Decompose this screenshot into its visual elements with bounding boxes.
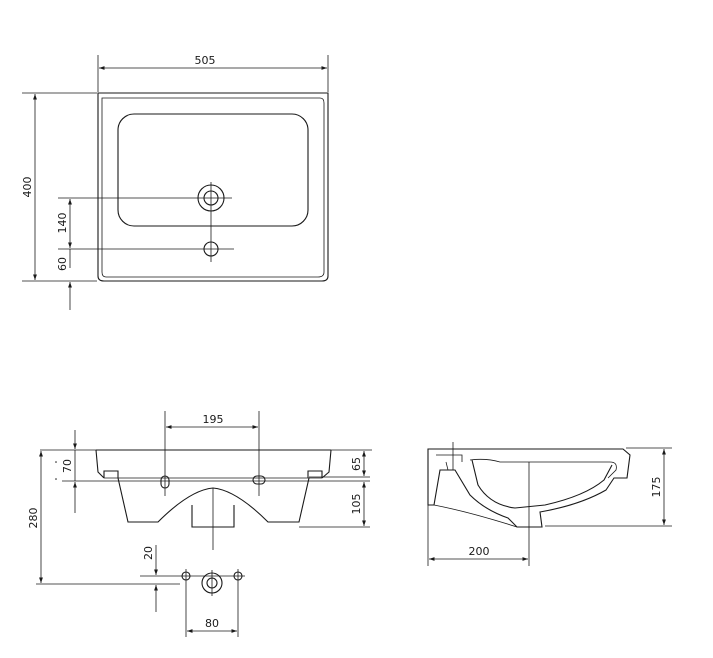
bowl-outline: [117, 113, 309, 227]
basin-inner-rim-top: [101, 97, 325, 278]
dim-label-140: 140: [56, 213, 69, 234]
dim-label-200: 200: [469, 545, 490, 558]
dim-label-60: 60: [56, 257, 69, 271]
dim-label-70: 70: [61, 459, 74, 473]
basin-side-profile: [427, 448, 631, 528]
dim-label-20: 20: [142, 546, 155, 560]
dim-label-80: 80: [205, 617, 219, 630]
basin-outline-top: [97, 92, 329, 282]
dim-label-195: 195: [203, 413, 224, 426]
dim-label-505: 505: [195, 54, 216, 67]
dim-label-280: 280: [27, 508, 40, 529]
front-view: 195 70 280 65 105 20: [27, 411, 372, 637]
side-view: 175 200: [427, 442, 672, 566]
dim-label-400: 400: [21, 177, 34, 198]
basin-body-front: [117, 477, 310, 523]
dim-label-105: 105: [350, 494, 363, 515]
dim-label-175: 175: [650, 477, 663, 498]
dim-label-65: 65: [350, 457, 363, 471]
top-view: 505 400 140 60: [21, 54, 329, 310]
